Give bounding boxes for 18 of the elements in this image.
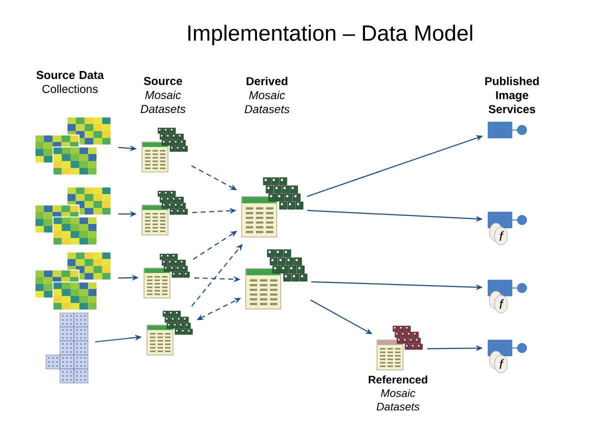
- mosaic-dataset-icon: [146, 310, 193, 356]
- mosaic-dataset-icon: [142, 128, 188, 172]
- title: Implementation – Data Model: [188, 24, 472, 46]
- mosaic-dataset-icon: [242, 177, 304, 238]
- column-heading: Source Data Collections: [36, 70, 104, 94]
- mosaic-dataset-icon: [246, 249, 308, 310]
- raster-collection-drawing: [34, 252, 112, 310]
- column-heading: Published Image Services: [485, 76, 539, 114]
- tile-grid-drawing: [46, 312, 88, 384]
- mosaic-dataset-icon: [142, 190, 188, 236]
- node-label: Referenced Mosaic Datasets: [368, 375, 428, 411]
- raster-collection-drawing: [34, 116, 112, 176]
- mosaic-dataset-icon: [144, 254, 190, 298]
- raster-collection-drawing: [34, 186, 112, 246]
- column-heading: Derived Mosaic Datasets: [244, 76, 290, 114]
- image-service-icon: [488, 122, 527, 138]
- column-heading: Source Mosaic Datasets: [140, 76, 186, 114]
- mosaic-dataset-icon: [376, 326, 423, 370]
